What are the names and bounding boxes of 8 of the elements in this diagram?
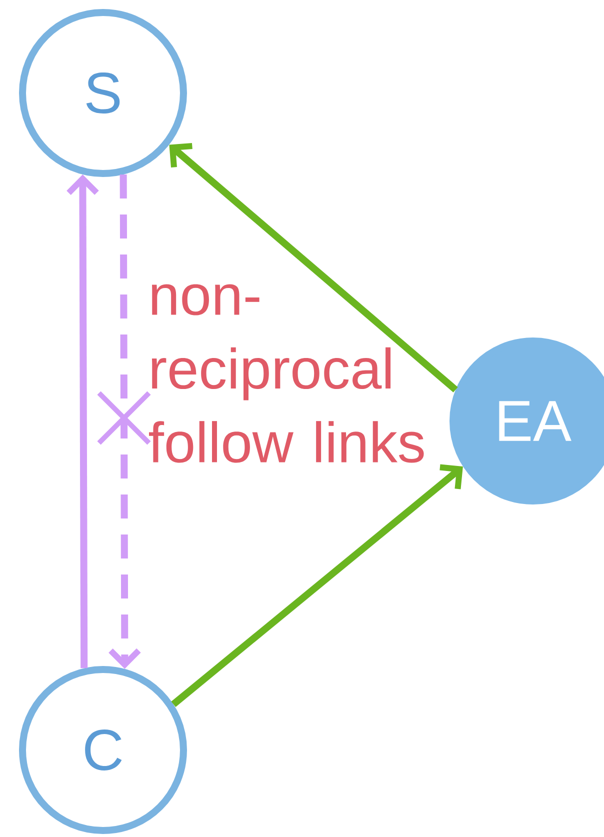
circle-node: C <box>19 666 187 834</box>
circle-node: S <box>19 9 187 177</box>
arrow <box>171 464 463 707</box>
arrow <box>66 174 99 668</box>
note-text: non-reciprocal follow links <box>149 284 424 463</box>
arrow <box>108 174 141 669</box>
circle-node: EA <box>450 338 604 504</box>
arrow <box>169 142 458 392</box>
